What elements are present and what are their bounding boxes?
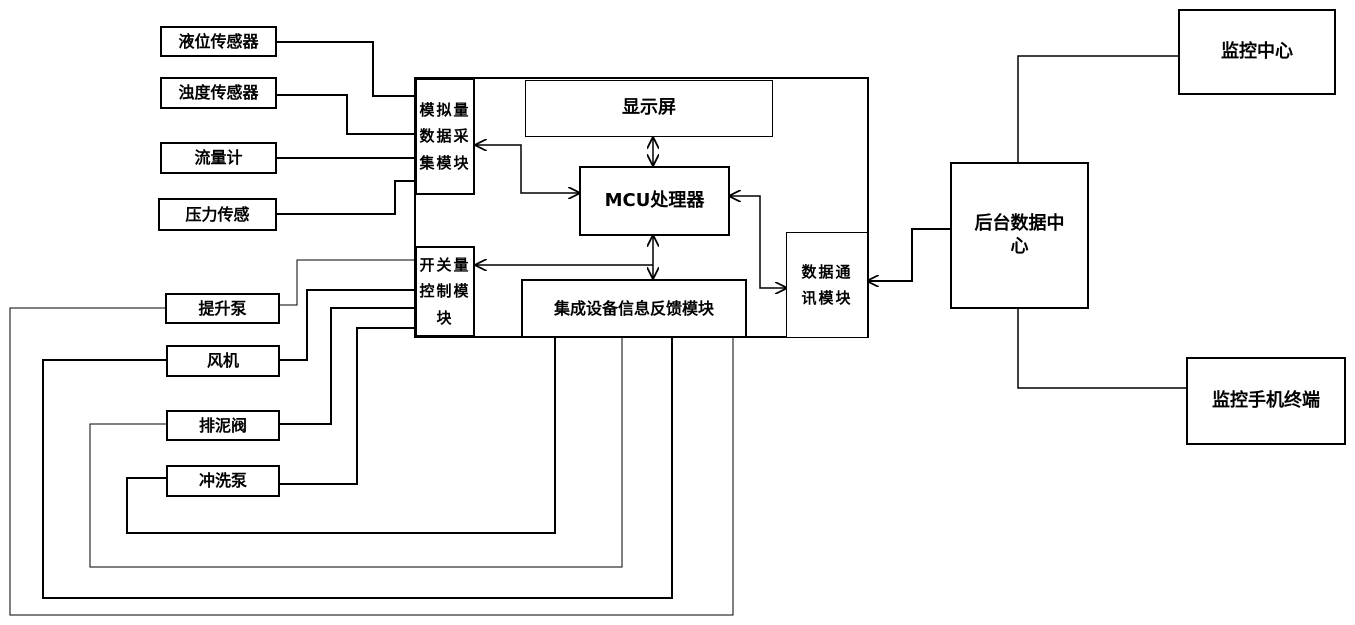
arrow-mcu-comm xyxy=(730,196,786,288)
lift-pump-box: 提升泵 xyxy=(165,293,280,324)
mcu-processor: MCU处理器 xyxy=(579,166,730,236)
wire-lift-pump-feedback xyxy=(9,307,734,616)
wire-flush-feedback xyxy=(126,337,556,534)
monitor-center: 监控中心 xyxy=(1178,9,1336,95)
analog-acquisition-module: 模拟量数据采集模块 xyxy=(415,78,475,195)
wire-pressure xyxy=(277,180,417,215)
feedback-module: 集成设备信息反馈模块 xyxy=(521,279,747,338)
arrow-analog-mcu xyxy=(476,145,579,193)
wire-flush-in xyxy=(280,327,417,485)
wire-monitor-center xyxy=(1017,55,1180,162)
sludge-valve-box: 排泥阀 xyxy=(166,410,280,441)
flow-meter-box: 流量计 xyxy=(160,142,277,174)
fan-box: 风机 xyxy=(166,345,280,377)
wire-comm-backend xyxy=(866,228,950,282)
flush-pump-box: 冲洗泵 xyxy=(166,465,280,497)
backend-data-center: 后台数据中心 xyxy=(950,162,1089,309)
display-screen: 显示屏 xyxy=(525,80,773,137)
wire-liquid-level xyxy=(277,41,417,97)
wire-valve-feedback xyxy=(89,337,623,568)
wire-fan-feedback xyxy=(42,337,673,599)
switch-control-module: 开关量控制模块 xyxy=(415,246,475,337)
wire-valve-in xyxy=(280,307,417,425)
wire-fan-in xyxy=(280,289,417,361)
mobile-monitor-terminal: 监控手机终端 xyxy=(1186,357,1346,445)
wire-turbidity xyxy=(277,94,417,135)
wire-lift-pump-in xyxy=(280,259,417,306)
pressure-sensor-box: 压力传感 xyxy=(158,198,277,231)
turbidity-sensor-box: 浊度传感器 xyxy=(160,77,277,109)
data-comm-module: 数据通讯模块 xyxy=(786,232,868,338)
wire-mobile-terminal xyxy=(1017,308,1188,389)
liquid-level-sensor-box: 液位传感器 xyxy=(160,26,277,57)
